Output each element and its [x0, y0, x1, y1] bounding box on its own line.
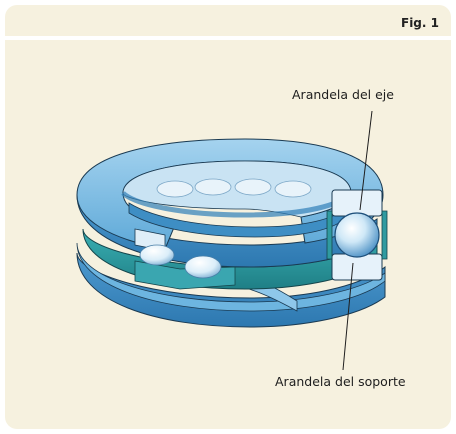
housing-washer-leader [342, 262, 354, 371]
figure-panel: Fig. 1 [5, 5, 451, 429]
left-section-cutaway [134, 228, 236, 290]
bearing-illustration: Arandela del eje Arandela del soporte [76, 87, 406, 389]
shaft-washer-label: Arandela del eje [292, 87, 394, 102]
shaft-washer-leader [359, 110, 373, 211]
figure-number: Fig. 1 [401, 16, 439, 30]
ball-icon [334, 212, 380, 258]
right-section-cutaway [326, 189, 388, 281]
housing-washer-label: Arandela del soporte [275, 374, 406, 389]
header-divider [5, 36, 451, 40]
